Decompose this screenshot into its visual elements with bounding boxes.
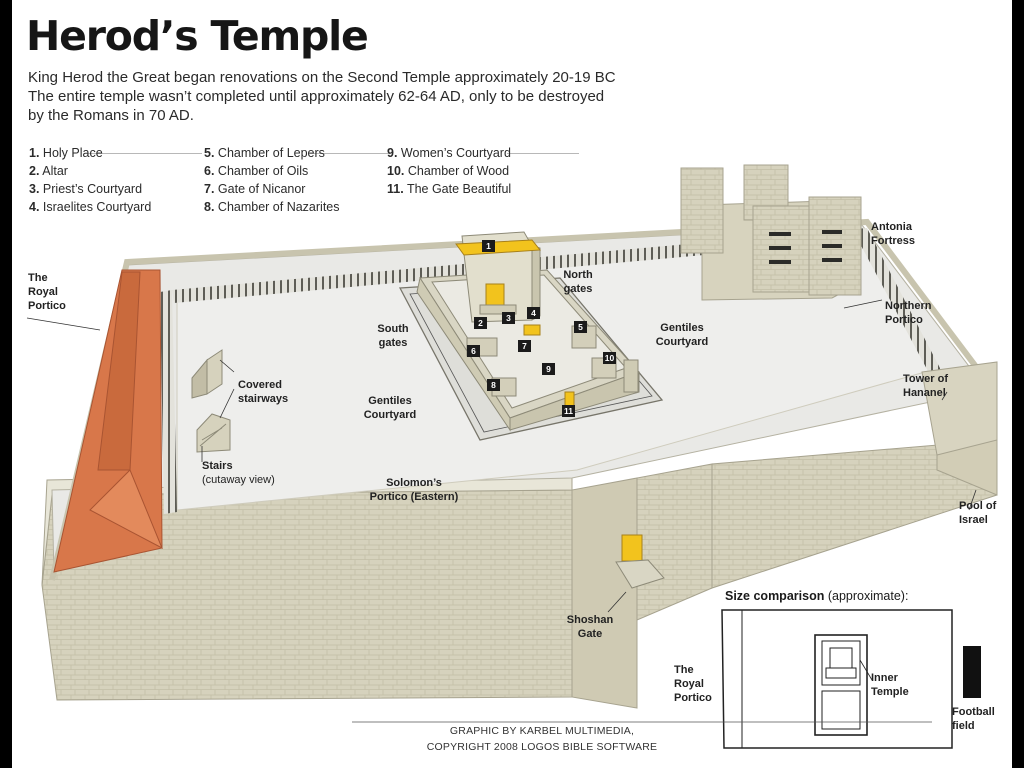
marker-gate-of-nicanor: 7 bbox=[518, 340, 531, 352]
label-gentiles-courtyard-west: Gentiles Courtyard bbox=[363, 395, 417, 421]
legend-item: 10. Chamber of Wood bbox=[387, 164, 510, 178]
colonnade bbox=[160, 290, 177, 514]
label-shoshan-gate: Shoshan Gate bbox=[566, 614, 614, 640]
marker-chamber-of-oils: 6 bbox=[467, 345, 480, 357]
legend-item: 9. Women’s Courtyard bbox=[387, 146, 511, 160]
intro-line-1: King Herod the Great began renovations o… bbox=[28, 69, 616, 86]
leader-lines bbox=[26, 299, 977, 613]
marker-gate-beautiful: 11 bbox=[562, 405, 575, 417]
legend-item: 1. Holy Place bbox=[29, 146, 103, 160]
size-comparison-diagram bbox=[721, 609, 981, 749]
legend-rule bbox=[84, 153, 202, 154]
legend-rule bbox=[310, 153, 390, 154]
legend-item: 3. Priest’s Courtyard bbox=[29, 182, 143, 196]
shoshan-gate bbox=[615, 534, 665, 589]
marker-altar: 2 bbox=[474, 317, 487, 329]
holy-place-building bbox=[455, 231, 541, 323]
legend-item: 5. Chamber of Lepers bbox=[204, 146, 325, 160]
label-royal-portico: The Royal Portico bbox=[28, 272, 66, 312]
legend-rule bbox=[507, 153, 579, 154]
size-comparison-title: Size comparison (approximate): bbox=[725, 589, 909, 603]
temple-illustration bbox=[26, 164, 998, 749]
label-covered-stairways: Covered stairways bbox=[238, 379, 289, 405]
label-northern-portico: Northern Portico bbox=[885, 300, 932, 326]
page-title: Herod’s Temple bbox=[26, 12, 369, 60]
marker-israelites-courtyard: 4 bbox=[527, 307, 540, 319]
marker-chamber-of-lepers: 5 bbox=[574, 321, 587, 333]
label-size-royal-portico: The Royal Portico bbox=[674, 664, 712, 704]
tower-of-hananel bbox=[921, 361, 998, 456]
intro-line-2: The entire temple wasn’t completed until… bbox=[28, 88, 605, 105]
marker-priests-courtyard: 3 bbox=[502, 312, 515, 324]
label-size-inner-temple: Inner Temple bbox=[871, 672, 909, 698]
covered-stairways bbox=[191, 349, 223, 399]
label-stairs: Stairs(cutaway view) bbox=[202, 460, 275, 486]
label-size-football-field: Football field bbox=[952, 706, 995, 732]
label-gentiles-courtyard-east: Gentiles Courtyard bbox=[655, 322, 709, 348]
legend-item: 7. Gate of Nicanor bbox=[204, 182, 306, 196]
antonia-fortress bbox=[680, 164, 862, 301]
label-solomons-portico: Solomon’s Portico (Eastern) bbox=[369, 477, 459, 503]
marker-womens-courtyard: 9 bbox=[542, 363, 555, 375]
marker-chamber-of-wood: 10 bbox=[603, 352, 616, 364]
legend-item: 6. Chamber of Oils bbox=[204, 164, 309, 178]
label-north-gates: North gates bbox=[563, 269, 593, 295]
label-south-gates: South gates bbox=[377, 323, 409, 349]
royal-portico-roof bbox=[53, 269, 163, 573]
stairs-cutaway bbox=[196, 413, 231, 453]
legend-item: 4. Israelites Courtyard bbox=[29, 200, 152, 214]
credit-line-1: GRAPHIC BY KARBEL MULTIMEDIA, bbox=[449, 725, 635, 737]
colonnade bbox=[857, 228, 942, 375]
credit-line-2: COPYRIGHT 2008 LOGOS BIBLE SOFTWARE bbox=[426, 741, 658, 753]
legend-item: 11. The Gate Beautiful bbox=[387, 182, 512, 196]
label-pool-of-israel: Pool of Israel bbox=[959, 500, 997, 526]
marker-chamber-of-nazarites: 8 bbox=[487, 379, 500, 391]
legend-item: 8. Chamber of Nazarites bbox=[204, 200, 340, 214]
label-tower-of-hananel: Tower of Hananel bbox=[903, 373, 949, 399]
label-antonia-fortress: Antonia Fortress bbox=[871, 221, 916, 247]
intro-line-3: by the Romans in 70 AD. bbox=[28, 107, 194, 124]
marker-holy-place: 1 bbox=[482, 240, 495, 252]
legend-item: 2. Altar bbox=[29, 164, 68, 178]
page: Herod’s Temple King Herod the Great bega… bbox=[12, 0, 1012, 768]
